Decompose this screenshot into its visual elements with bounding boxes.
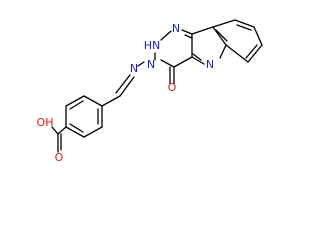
bond: [181, 29, 193, 35]
atom-n-indole: N: [206, 58, 214, 71]
bond: [173, 56, 193, 68]
bond: [83, 126, 103, 138]
bond: [219, 44, 227, 59]
bond: [51, 126, 59, 135]
atom-n-imine: N: [130, 62, 138, 75]
molecule-drawing: N HN N N N O OH O: [37, 19, 263, 164]
bond: [65, 95, 85, 107]
bond: [247, 44, 263, 63]
bond-layer: [51, 19, 263, 153]
bond: [253, 26, 263, 46]
bond: [119, 76, 135, 97]
structure-canvas: N HN N N N O OH O: [37, 19, 263, 164]
atom-o-acid: O: [55, 151, 64, 164]
bond: [191, 56, 205, 65]
bond: [192, 53, 202, 61]
atom-nh-triazine: HN: [144, 39, 161, 52]
atom-label-layer: N HN N N N O OH O: [37, 22, 215, 164]
bond: [69, 123, 84, 133]
bond: [245, 44, 258, 59]
bond: [83, 95, 103, 107]
atom-oh-acid: OH: [37, 116, 54, 129]
bond: [101, 95, 121, 107]
bond: [115, 74, 131, 94]
bond: [236, 24, 252, 31]
bond: [234, 19, 255, 28]
bond: [184, 34, 193, 39]
bond: [137, 61, 145, 67]
bond: [191, 26, 214, 35]
bond: [215, 29, 228, 42]
atom-n-triazine-top: N: [172, 22, 180, 35]
bond: [65, 126, 85, 138]
bond: [160, 30, 172, 41]
atom-n3: N: [147, 58, 155, 71]
bond: [212, 26, 227, 46]
bond: [225, 44, 249, 63]
bond: [212, 19, 236, 28]
atom-o-carbonyl: O: [168, 81, 177, 94]
bond: [160, 59, 175, 68]
bond: [69, 100, 84, 110]
bond: [57, 126, 67, 135]
